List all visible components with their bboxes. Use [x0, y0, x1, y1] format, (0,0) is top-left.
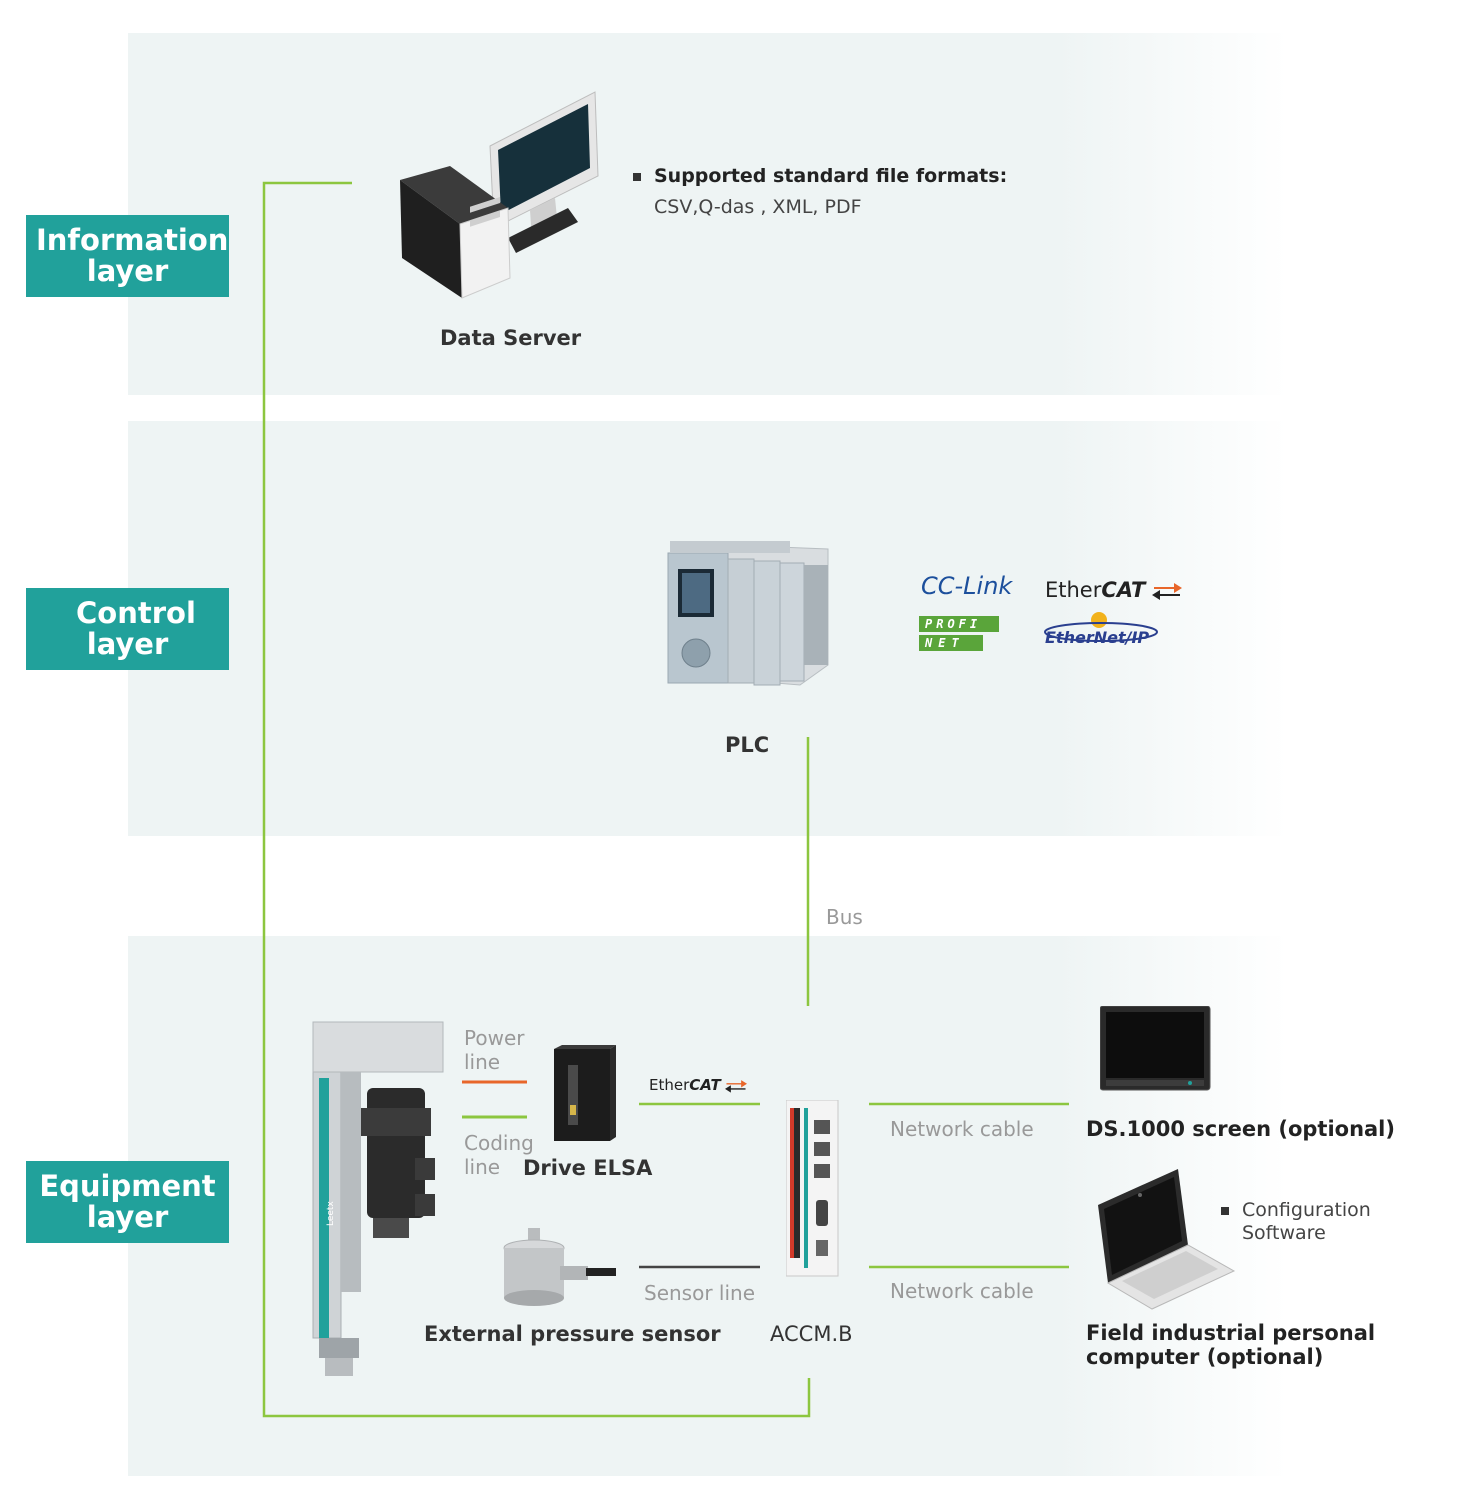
formats-list: CSV,Q-das , XML, PDF [654, 196, 862, 218]
ethernetip-text: EtherNet/IP [1045, 628, 1150, 647]
laptop-icon [1098, 1169, 1236, 1310]
profinet-text-1: PROFI [919, 616, 999, 632]
network-cable-label-2: Network cable [890, 1279, 1034, 1303]
control-layer-label: Control layer [76, 596, 196, 661]
control-layer-tag: Control layer [26, 588, 229, 670]
cclink-text: CC-Link [921, 572, 1013, 600]
formats-bullet [633, 173, 641, 181]
ethernetip-logo: EtherNet/IP [1044, 612, 1158, 647]
data-server-icon [400, 91, 599, 299]
power-line-label: Power line [464, 1026, 544, 1074]
equipment-layer-label: Equipment layer [39, 1169, 216, 1234]
config-line-1: Configuration [1242, 1199, 1371, 1221]
ethercat-arrows-icon [1152, 583, 1183, 600]
ethercat-small-logo: EtherCAT [649, 1076, 748, 1094]
profinet-logo: PROFI NET [919, 616, 999, 651]
information-layer-tag: Information layer [26, 215, 229, 297]
config-bullet [1221, 1207, 1229, 1215]
network-cable-label-1: Network cable [890, 1117, 1034, 1141]
press-brand-text: Leetx [326, 1201, 336, 1226]
accm-controller-icon [786, 1100, 839, 1277]
plc-label: PLC [725, 733, 770, 757]
power-line-text: Power line [464, 1026, 525, 1074]
pressure-sensor-icon [503, 1228, 616, 1306]
formats-title: Supported standard file formats: [654, 165, 1008, 187]
drive-label: Drive ELSA [523, 1156, 653, 1180]
config-line-2: Software [1242, 1222, 1326, 1244]
ethercat-small-suffix: CAT [689, 1076, 721, 1094]
ethernetip-swoosh-icon [1044, 612, 1158, 642]
sensor-line-label: Sensor line [644, 1281, 756, 1305]
ethercat-logo: EtherCAT [1045, 578, 1183, 602]
information-layer-label: Information layer [36, 223, 229, 288]
pc-label: Field industrial personal computer (opti… [1086, 1321, 1375, 1369]
config-software-label: Configuration Software [1242, 1199, 1371, 1245]
data-server-label: Data Server [440, 326, 582, 350]
information-band [128, 33, 1288, 395]
cclink-logo: CC-Link [921, 572, 1012, 600]
ethercat-prefix: Ether [1045, 578, 1102, 602]
bus-label: Bus [826, 905, 863, 929]
equipment-layer-tag: Equipment layer [26, 1161, 229, 1243]
pc-label-line-1: Field industrial personal [1086, 1321, 1376, 1345]
plc-icon [667, 541, 829, 686]
ethercat-suffix: CAT [1101, 578, 1146, 602]
coding-line-text: Coding line [464, 1131, 534, 1179]
ds1000-screen-label: DS.1000 screen (optional) [1086, 1117, 1395, 1141]
pc-label-line-2: computer (optional) [1086, 1345, 1324, 1369]
drive-icon [554, 1045, 616, 1141]
profinet-text-2: NET [919, 635, 983, 651]
accm-label: ACCM.B [770, 1322, 853, 1346]
servo-press-icon: Leetx [312, 1021, 444, 1376]
ds1000-screen-icon [1100, 1006, 1211, 1091]
pressure-sensor-label: External pressure sensor [424, 1322, 721, 1346]
server-loop-line [262, 181, 811, 1418]
ethercat-small-arrows-icon [725, 1079, 748, 1093]
ethercat-small-prefix: Ether [649, 1076, 690, 1094]
coding-line-label: Coding line [464, 1131, 544, 1179]
